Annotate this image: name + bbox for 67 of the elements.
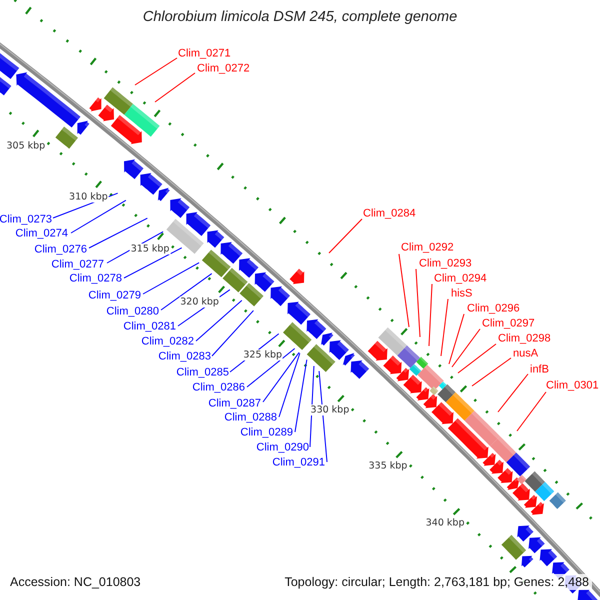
genome-stats-label: Topology: circular; Length: 2,763,181 bp; Genes: 2,488 — [282, 574, 592, 590]
gene-label: Clim_0287 — [208, 398, 261, 410]
gene-label: Clim_0271 — [178, 48, 231, 60]
leader-line — [70, 200, 126, 234]
leader-line — [398, 254, 410, 328]
leader-line — [154, 72, 196, 102]
diagram-title: Chlorobium limicola DSM 245, complete genome — [142, 9, 458, 25]
gene-label: Clim_0281 — [123, 320, 176, 334]
leader-line — [440, 298, 448, 356]
gene-label: Clim_0298 — [498, 332, 551, 346]
gene-label: Clim_0272 — [197, 62, 250, 76]
leader-line — [278, 352, 300, 418]
leader-line — [88, 218, 148, 248]
gene-label: Clim_0280 — [106, 306, 159, 318]
gene-label: Clim_0282 — [141, 336, 194, 348]
leader-line — [212, 310, 254, 356]
gene-label: Clim_0288 — [224, 412, 277, 424]
gene-label: Clim_0284 — [363, 208, 416, 220]
gene-label: Clim_0289 — [240, 426, 293, 440]
gene-label: Clim_0301 — [546, 380, 599, 392]
leader-line — [428, 284, 432, 346]
gene-label: Clim_0285 — [176, 366, 229, 380]
leader-line — [458, 344, 496, 374]
scale-label: 335 kbp — [368, 460, 408, 472]
gene-label: Clim_0297 — [482, 318, 535, 330]
leader-line — [416, 268, 420, 338]
accession-label: Accession: NC_010803 — [10, 574, 141, 590]
leader-line — [124, 247, 182, 278]
leader-line — [310, 366, 314, 448]
leader-line — [328, 218, 362, 254]
scale-label: 340 kbp — [424, 517, 466, 528]
gene-label: infB — [530, 364, 549, 376]
leader-line — [472, 358, 512, 386]
gene-label: Clim_0276 — [34, 244, 87, 256]
gene-label: Clim_0293 — [419, 258, 472, 270]
leader-line — [516, 392, 546, 432]
leader-line — [452, 328, 480, 368]
gene-label: Clim_0296 — [467, 302, 520, 316]
gene-label: Clim_0286 — [192, 382, 245, 394]
gene-label: Clim_0274 — [15, 228, 68, 240]
leader-line — [262, 352, 300, 402]
scale-label: 320 kbp — [179, 296, 220, 308]
leader-line — [246, 348, 296, 388]
scale-label: 310 kbp — [68, 191, 109, 202]
leader-line — [134, 58, 178, 86]
leader-line — [448, 314, 464, 364]
gene-label: nusA — [513, 348, 538, 360]
leader-line — [196, 300, 242, 342]
scale-label: 315 kbp — [130, 243, 170, 254]
gene-label: Clim_0290 — [256, 442, 309, 454]
gene-label: hisS — [451, 288, 472, 300]
leader-line — [160, 273, 212, 310]
scale-label: 325 kbp — [242, 349, 284, 360]
scale-label: 305 kbp — [6, 140, 46, 152]
gene-label: Clim_0283 — [158, 350, 211, 364]
leader-line — [142, 262, 200, 294]
gene-label: Clim_0278 — [69, 272, 122, 286]
gene-label: Clim_0294 — [434, 272, 487, 286]
gene-label: Clim_0277 — [51, 258, 104, 272]
gene-label: Clim_0279 — [88, 290, 141, 302]
leader-line — [318, 370, 328, 462]
gene-label: Clim_0273 — [0, 214, 52, 226]
gene-label: Clim_0291 — [272, 456, 325, 470]
scale-label: 330 kbp — [310, 404, 350, 416]
leader-line — [498, 374, 528, 412]
gene-label: Clim_0292 — [401, 242, 454, 254]
leader-line — [294, 359, 308, 432]
